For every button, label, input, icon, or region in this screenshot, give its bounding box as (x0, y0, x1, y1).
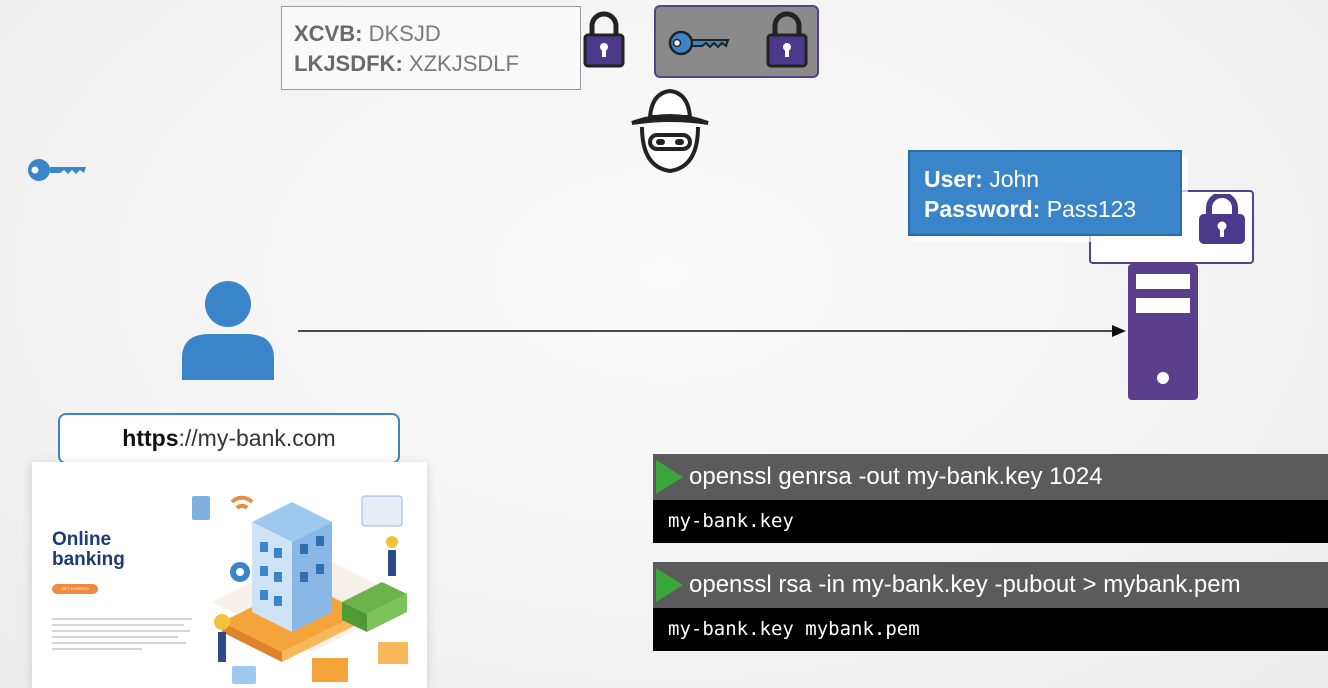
terminal-output-1: my-bank.key (653, 500, 1328, 543)
website-text-line (52, 648, 142, 650)
encrypted-label-2: LKJSDFK: (294, 51, 403, 76)
website-cta-button[interactable]: GET STARTED (52, 584, 98, 594)
terminal-command-2: openssl rsa -in my-bank.key -pubout > my… (653, 562, 1328, 608)
encrypted-line-1: XCVB: DKSJD (294, 19, 580, 49)
user-icon (182, 281, 274, 380)
url-scheme: https (122, 425, 179, 451)
encrypted-value-2: XZKJSDLF (408, 51, 519, 76)
padlock-icon (766, 11, 808, 68)
padlock-icon (583, 11, 625, 68)
website-text-line (52, 624, 184, 626)
hacker-icon (631, 88, 709, 174)
website-title: Online banking (52, 530, 125, 570)
website-text-line (52, 618, 192, 620)
play-icon (656, 460, 683, 494)
terminal-command-1: openssl genrsa -out my-bank.key 1024 (653, 454, 1328, 500)
user-label: User: (924, 166, 983, 192)
banking-illustration (192, 495, 412, 684)
command-text: openssl genrsa -out my-bank.key 1024 (689, 463, 1103, 490)
key-icon (28, 159, 86, 181)
encrypted-label-1: XCVB: (294, 21, 363, 46)
output-text: my-bank.key (668, 510, 794, 532)
key-icon (668, 30, 730, 56)
user-value: John (989, 166, 1040, 192)
website-text-line (52, 642, 186, 644)
website-preview: Online banking GET STARTED (32, 462, 427, 688)
url-address: ://my-bank.com (178, 425, 336, 451)
website-title-line-1: Online (52, 529, 112, 550)
encrypted-value-1: DKSJD (368, 21, 441, 46)
command-text: openssl rsa -in my-bank.key -pubout > my… (689, 571, 1241, 598)
encrypted-data-box: XCVB: DKSJD LKJSDFK: XZKJSDLF (281, 6, 581, 90)
encrypted-line-2: LKJSDFK: XZKJSDLF (294, 49, 580, 79)
output-text: my-bank.key mybank.pem (668, 618, 920, 640)
credentials-box: User: John Password: Pass123 (908, 150, 1182, 236)
password-label: Password: (924, 196, 1041, 222)
credentials-user-line: User: John (924, 164, 1180, 194)
url-bar[interactable]: https://my-bank.com (58, 413, 400, 464)
play-icon (656, 568, 683, 602)
server-icon (1128, 264, 1198, 400)
password-value: Pass123 (1046, 196, 1137, 222)
credentials-password-line: Password: Pass123 (924, 194, 1180, 224)
website-text-line (52, 636, 178, 638)
website-title-line-2: banking (52, 549, 125, 570)
website-text-line (52, 630, 190, 632)
request-arrow (298, 325, 1126, 337)
key-lock-box (654, 5, 819, 78)
terminal-output-2: my-bank.key mybank.pem (653, 608, 1328, 651)
padlock-icon (1199, 194, 1245, 244)
